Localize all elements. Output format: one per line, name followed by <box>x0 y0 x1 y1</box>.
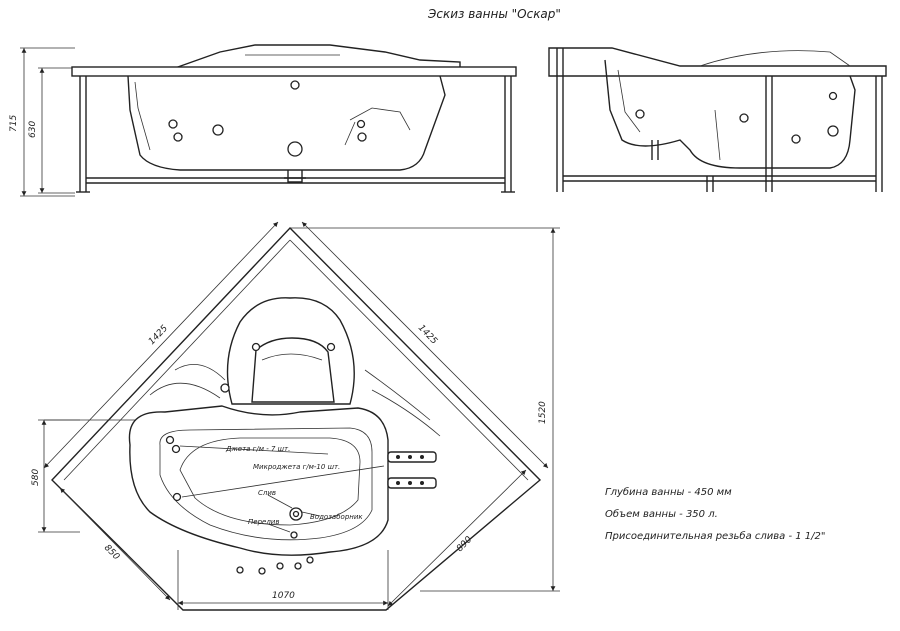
side-view <box>548 47 887 192</box>
dim-height-rim: 630 <box>28 121 38 138</box>
dim-height-total: 715 <box>9 115 19 132</box>
note-drain-thread: Присоединительная резьба слива - 1 1/2" <box>605 531 826 542</box>
dim-left-depth: 580 <box>31 469 41 486</box>
note-volume: Объем ванны - 350 л. <box>605 509 718 520</box>
front-view: 715 630 <box>9 44 517 197</box>
drawing-title: Эскиз ванны "Оскар" <box>427 7 561 21</box>
dim-diagonal-height: 1520 <box>538 401 548 424</box>
dim-side-right: 1425 <box>416 323 439 347</box>
dim-bottom-width: 1070 <box>272 591 295 601</box>
label-water-supply: Водозаборник <box>310 513 363 521</box>
plan-view: 1425 1425 1520 580 850 890 1070 <box>31 221 560 611</box>
grab-handle-top <box>387 451 437 463</box>
label-drain: Слив <box>258 489 276 497</box>
specification-notes: Глубина ванны - 450 мм Объем ванны - 350… <box>605 486 895 552</box>
label-micro-jets: Микроджета г/м-10 шт. <box>253 463 340 471</box>
note-depth: Глубина ванны - 450 мм <box>605 487 732 498</box>
label-overflow: Перелив <box>248 518 279 526</box>
dim-side-left: 1425 <box>147 323 170 347</box>
label-jets: Джета г/м - 7 шт. <box>225 445 290 453</box>
grab-handle-bottom <box>387 477 437 489</box>
